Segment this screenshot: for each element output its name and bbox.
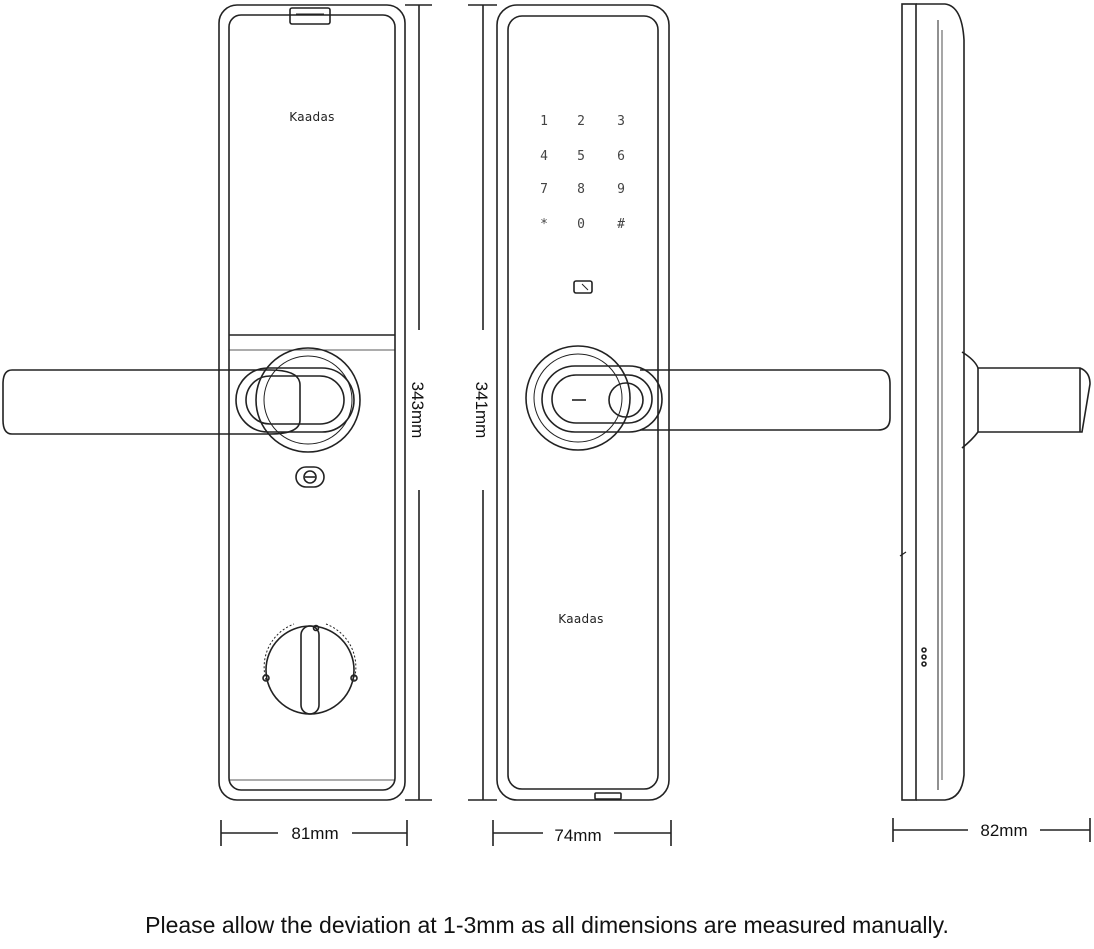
keypad-key: 9 [617,182,625,197]
front-handle [640,369,891,431]
keypad-key: 7 [540,182,548,197]
keypad-key: 3 [617,114,625,129]
keypad-key: 4 [540,149,548,164]
back-rose-outer [255,347,361,453]
side-frame [901,3,917,801]
keypad-key: 0 [577,217,585,232]
front-height-label: 341mm [472,382,491,439]
back-view [2,4,406,801]
back-thumbturn-knob [265,625,355,715]
back-width-dimension [220,820,408,846]
back-brand-logo: Kaadas [289,110,334,124]
back-top-latch [289,7,331,25]
front-width-dimension [492,820,672,846]
fingerprint-sensor [608,382,644,418]
keypad-key: 5 [577,149,585,164]
front-width-label: 74mm [554,826,601,845]
back-lock-button [295,466,325,488]
card-reader-icon [573,280,593,294]
front-view [496,4,891,801]
keypad-key: 8 [577,182,585,197]
back-thumbturn-bar [300,625,320,715]
front-panel-inner [507,15,659,790]
side-depth-label: 82mm [980,821,1027,840]
keypad-key: 6 [617,149,625,164]
front-handle-grip [541,365,663,433]
side-depth-dimension [892,818,1091,842]
front-panel-outline [496,4,670,801]
front-height-dimension [468,4,497,801]
measurement-note: Please allow the deviation at 1-3mm as a… [145,912,949,938]
keypad-key: * [540,217,548,232]
keypad-key: 2 [577,114,585,129]
back-height-label: 343mm [408,382,427,439]
front-rose-outer [525,345,631,451]
side-view [899,3,1091,801]
side-handle [961,351,1091,449]
side-body [916,3,965,801]
back-panel-outline [218,4,406,801]
keypad-key: 1 [540,114,548,129]
keypad: 1 2 3 4 5 6 7 8 9 * 0 # [540,114,625,232]
back-width-label: 81mm [291,824,338,843]
front-brand-logo: Kaadas [558,612,603,626]
back-panel-inner [228,14,396,791]
keypad-key: # [617,217,625,232]
back-height-dimension [405,4,432,801]
back-handle-grip [235,367,355,433]
